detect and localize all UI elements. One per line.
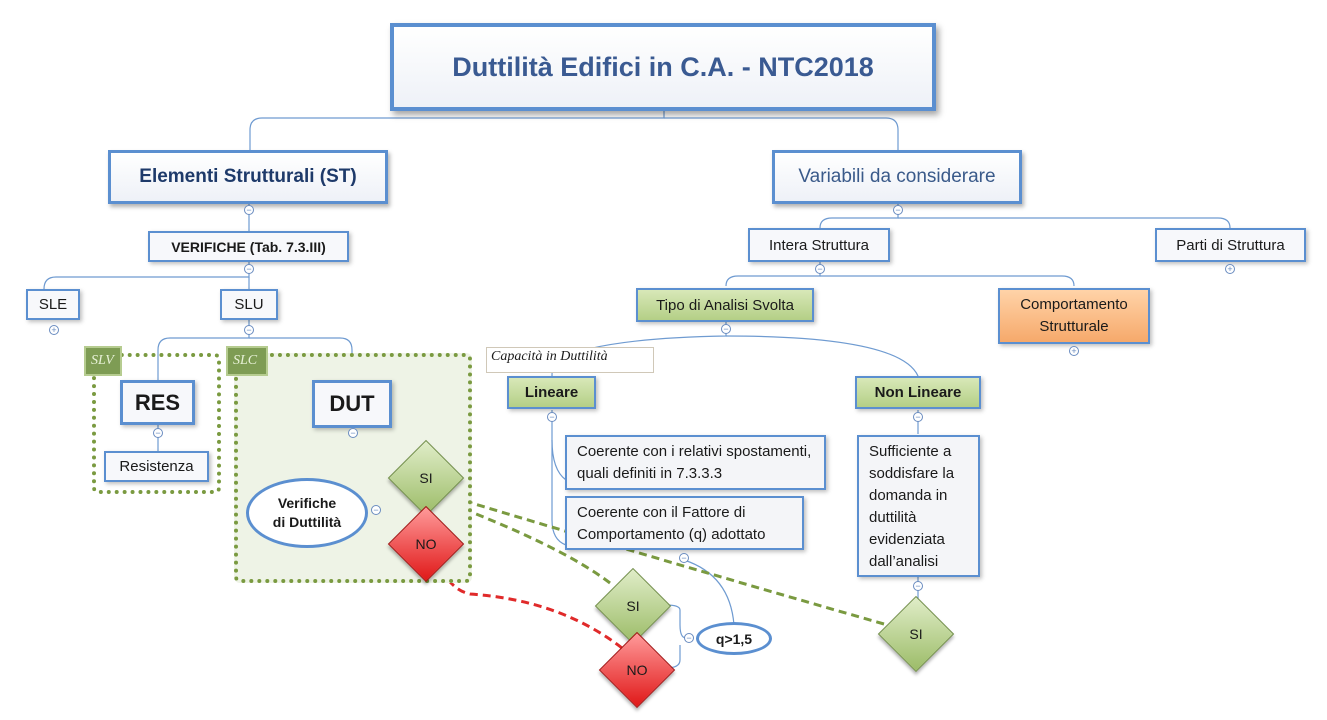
decision-no-dut-label: NO [415,536,437,552]
node-intera-struttura-label: Intera Struttura [768,236,870,254]
node-lineare-label: Lineare [524,384,579,401]
decision-no-dut[interactable]: NO [387,505,465,583]
node-verifiche-duttilita[interactable]: Verifiche di Duttilità [246,478,368,548]
coerente2-line-2: Comportamento (q) adottato [577,526,766,543]
collapse-toggle-icon[interactable]: − [684,633,694,643]
node-parti-struttura[interactable]: Parti di Struttura [1155,228,1306,262]
decision-si-q[interactable]: SI [594,567,672,645]
node-non-lineare-label: Non Lineare [874,384,962,401]
decision-si-dut[interactable]: SI [387,439,465,517]
node-comportamento-strutturale[interactable]: Comportamento Strutturale [998,288,1150,344]
decision-si-non-lineare-label: SI [909,626,923,642]
expand-toggle-icon[interactable]: + [1225,264,1235,274]
node-tipo-analisi[interactable]: Tipo di Analisi Svolta [636,288,814,322]
node-non-lineare[interactable]: Non Lineare [855,376,981,409]
node-coerente-spostamenti[interactable]: Coerente con i relativi spostamenti, qua… [565,435,826,490]
node-lineare[interactable]: Lineare [507,376,596,409]
collapse-toggle-icon[interactable]: − [815,264,825,274]
node-dut-label: DUT [329,391,375,416]
node-q-condition[interactable]: q>1,5 [696,622,772,655]
decision-no-q[interactable]: NO [598,631,676,709]
diagram-title: Duttilità Edifici in C.A. - NTC2018 [390,23,936,111]
collapse-toggle-icon[interactable]: − [721,324,731,334]
collapse-toggle-icon[interactable]: − [244,325,254,335]
collapse-toggle-icon[interactable]: − [348,428,358,438]
coerente2-line-1: Coerente con il Fattore di [577,504,746,521]
comportamento-line-1: Comportamento [1020,296,1128,313]
coerente1-line-2: quali definiti in 7.3.3.3 [577,465,723,482]
sufficiente-line-5: evidenziata [869,531,945,548]
node-dut[interactable]: DUT [312,380,392,428]
node-slu[interactable]: SLU [220,289,278,320]
decision-no-q-label: NO [626,662,648,678]
node-variabili-label: Variabili da considerare [798,166,996,187]
node-elementi-strutturali[interactable]: Elementi Strutturali (ST) [108,150,388,204]
node-variabili[interactable]: Variabili da considerare [772,150,1022,204]
node-verifiche[interactable]: VERIFICHE (Tab. 7.3.III) [148,231,349,262]
slv-tag-label: SLV [91,353,114,368]
slc-tag-label: SLC [233,353,258,368]
node-resistenza[interactable]: Resistenza [104,451,209,482]
node-slu-label: SLU [234,296,264,313]
collapse-toggle-icon[interactable]: − [244,264,254,274]
collapse-toggle-icon[interactable]: − [547,412,557,422]
sufficiente-line-1: Sufficiente a [869,443,952,460]
capacita-duttilita-text: Capacità in Duttilità [491,349,608,364]
expand-toggle-icon[interactable]: + [1069,346,1079,356]
diagram-title-text: Duttilità Edifici in C.A. - NTC2018 [452,51,874,82]
slc-tag: SLC [226,346,268,376]
node-res-label: RES [134,389,181,415]
collapse-toggle-icon[interactable]: − [893,205,903,215]
sufficiente-line-4: duttilità [869,509,917,526]
verifiche-duttilita-line-2: di Duttilità [272,514,342,530]
node-elementi-strutturali-label: Elementi Strutturali (ST) [139,166,357,187]
node-sle-label: SLE [38,296,68,313]
collapse-toggle-icon[interactable]: − [153,428,163,438]
node-sufficiente[interactable]: Sufficiente a soddisfare la domanda in d… [857,435,980,577]
slv-group [92,353,221,494]
node-sle[interactable]: SLE [26,289,80,320]
collapse-toggle-icon[interactable]: − [913,581,923,591]
node-q-condition-label: q>1,5 [715,630,753,647]
sufficiente-line-6: dall’analisi [869,553,939,570]
node-verifiche-label: VERIFICHE (Tab. 7.3.III) [171,238,326,255]
decision-si-dut-label: SI [419,470,433,486]
node-intera-struttura[interactable]: Intera Struttura [748,228,890,262]
node-coerente-fattore[interactable]: Coerente con il Fattore di Comportamento… [565,496,804,550]
collapse-toggle-icon[interactable]: − [371,505,381,515]
sufficiente-line-2: soddisfare la [869,465,955,482]
expand-toggle-icon[interactable]: + [49,325,59,335]
collapse-toggle-icon[interactable]: − [679,553,689,563]
decision-si-q-label: SI [626,598,640,614]
collapse-toggle-icon[interactable]: − [244,205,254,215]
slv-tag: SLV [84,346,122,376]
coerente1-line-1: Coerente con i relativi spostamenti, [577,443,812,460]
comportamento-line-2: Strutturale [1039,318,1109,335]
node-resistenza-label: Resistenza [119,458,194,475]
node-parti-struttura-label: Parti di Struttura [1176,236,1285,254]
node-tipo-analisi-label: Tipo di Analisi Svolta [656,296,794,314]
verifiche-duttilita-line-1: Verifiche [277,495,337,511]
sufficiente-line-3: domanda in [869,487,948,504]
node-res[interactable]: RES [120,380,195,425]
capacita-duttilita-label: Capacità in Duttilità [486,347,654,373]
decision-si-non-lineare[interactable]: SI [877,595,955,673]
collapse-toggle-icon[interactable]: − [913,412,923,422]
